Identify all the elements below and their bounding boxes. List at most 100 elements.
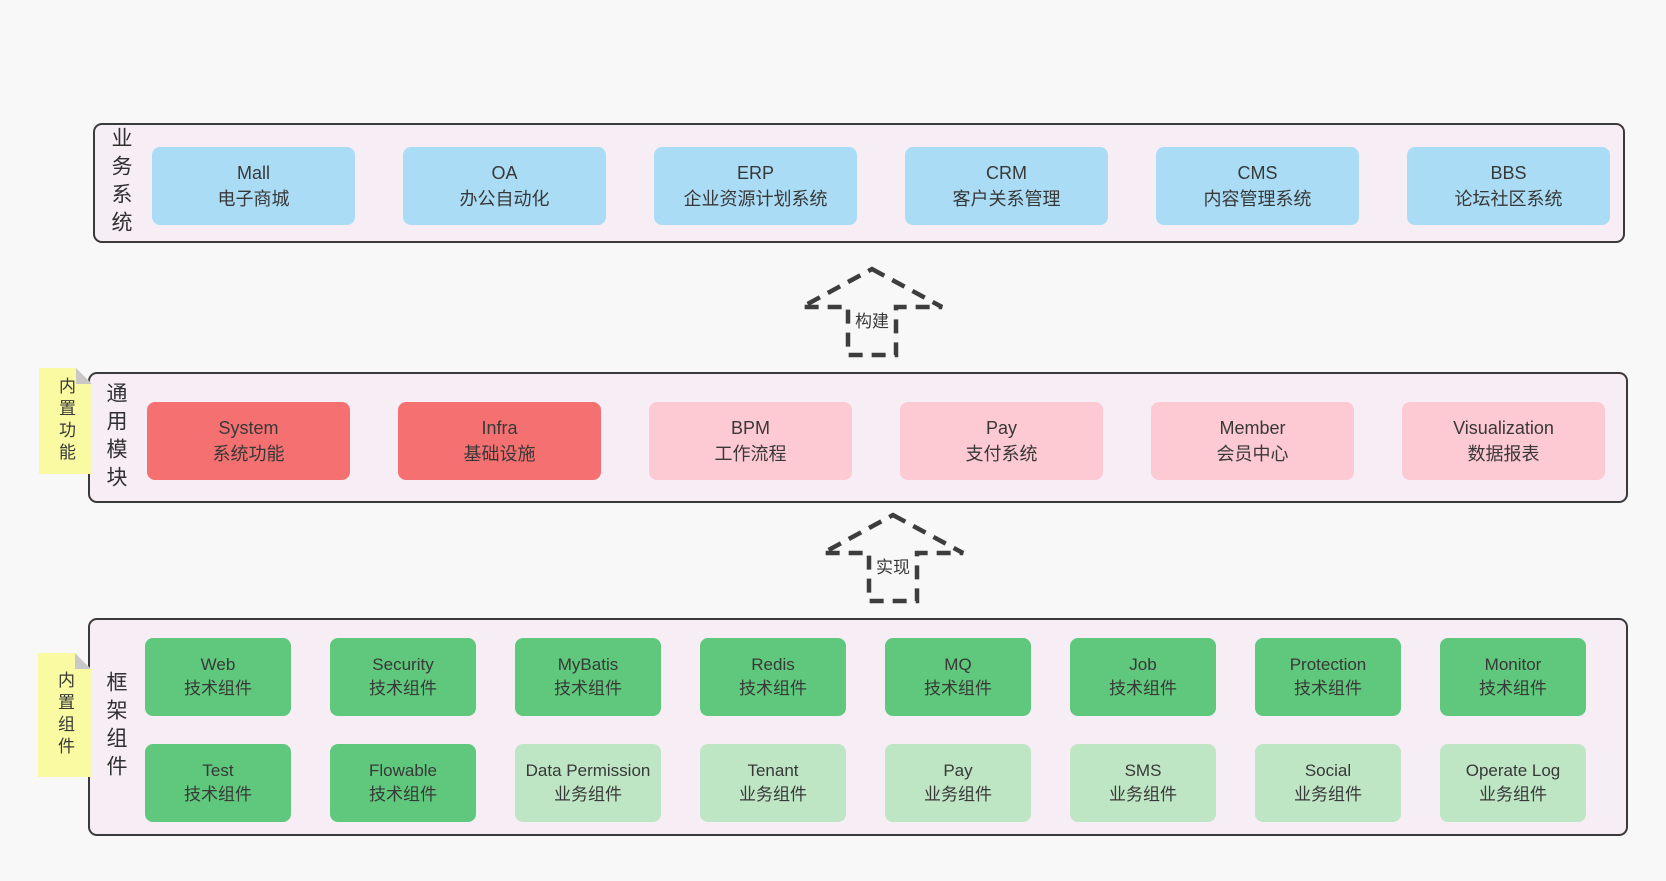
- box-title: CRM: [986, 163, 1027, 183]
- box-title: Protection: [1289, 655, 1367, 674]
- box-title: BBS: [1490, 163, 1527, 183]
- up-arrow-icon: [800, 266, 944, 358]
- box-subtitle: 业务组件: [554, 785, 622, 804]
- box-title: BPM: [730, 417, 770, 438]
- box-member: Member 会员中心: [1151, 401, 1354, 480]
- box-erp: ERP 企业资源计划系统: [654, 147, 857, 225]
- box-title: Tenant: [747, 761, 799, 780]
- box-title: Flowable: [368, 761, 438, 780]
- box-title: System: [218, 417, 279, 438]
- box-title: Member: [1219, 417, 1286, 438]
- box-subtitle: 业务组件: [924, 785, 992, 804]
- box-operate-log: Operate Log 业务组件: [1440, 744, 1586, 822]
- section-label-components: 框架组件: [104, 671, 127, 783]
- box-title: ERP: [736, 163, 774, 183]
- box-title: Job: [1129, 655, 1157, 674]
- box-subtitle: 数据报表: [1467, 443, 1540, 464]
- box-subtitle: 技术组件: [369, 679, 437, 698]
- arrow-label-implement: 实现: [873, 553, 913, 578]
- box-cms: CMS 内容管理系统: [1156, 147, 1359, 225]
- box-subtitle: 客户关系管理: [952, 189, 1061, 209]
- box-job: Job 技术组件: [1070, 638, 1216, 716]
- box-title: Security: [372, 655, 434, 674]
- box-visualization: Visualization 数据报表: [1402, 401, 1605, 480]
- box-crm: CRM 客户关系管理: [905, 147, 1108, 225]
- box-title: Monitor: [1484, 655, 1542, 674]
- box-subtitle: 技术组件: [554, 679, 622, 698]
- box-title: Redis: [751, 655, 795, 674]
- dashed-up-arrow-implement: 实现: [818, 512, 968, 604]
- sticky-label: 内置组件: [55, 671, 74, 759]
- box-title: Mall: [236, 163, 270, 183]
- box-monitor: Monitor 技术组件: [1440, 638, 1586, 716]
- box-title: Web: [200, 655, 236, 674]
- box-title: Data Permission: [525, 761, 651, 780]
- box-subtitle: 技术组件: [1294, 679, 1362, 698]
- box-subtitle: 企业资源计划系统: [683, 189, 828, 209]
- box-title: Pay: [943, 761, 973, 780]
- box-infra: Infra 基础设施: [398, 401, 601, 480]
- arrow-label-build: 构建: [852, 307, 892, 332]
- box-subtitle: 业务组件: [1479, 785, 1547, 804]
- box-subtitle: 业务组件: [739, 785, 807, 804]
- box-subtitle: 技术组件: [739, 679, 807, 698]
- box-sms: SMS 业务组件: [1070, 744, 1216, 822]
- box-flowable: Flowable 技术组件: [330, 744, 476, 822]
- box-web: Web 技术组件: [145, 638, 291, 716]
- box-subtitle: 系统功能: [212, 443, 285, 464]
- box-protection: Protection 技术组件: [1255, 638, 1401, 716]
- box-system: System 系统功能: [147, 401, 350, 480]
- box-title: CMS: [1237, 163, 1278, 183]
- box-subtitle: 工作流程: [714, 443, 787, 464]
- box-subtitle: 技术组件: [369, 785, 437, 804]
- box-title: Social: [1304, 761, 1352, 780]
- box-title: Operate Log: [1465, 761, 1561, 780]
- box-title: OA: [491, 163, 518, 183]
- box-data-permission: Data Permission 业务组件: [515, 744, 661, 822]
- box-security: Security 技术组件: [330, 638, 476, 716]
- box-subtitle: 技术组件: [184, 785, 252, 804]
- sticky-note-built-in-components: 内置组件: [38, 653, 91, 777]
- sticky-note-built-in-features: 内置功能: [39, 368, 92, 474]
- box-subtitle: 支付系统: [965, 443, 1038, 464]
- box-title: SMS: [1124, 761, 1162, 780]
- box-subtitle: 会员中心: [1216, 443, 1289, 464]
- box-tenant: Tenant 业务组件: [700, 744, 846, 822]
- box-subtitle: 内容管理系统: [1203, 189, 1312, 209]
- section-label-business: 业务系统: [109, 127, 132, 239]
- box-subtitle: 技术组件: [1479, 679, 1547, 698]
- box-subtitle: 技术组件: [184, 679, 252, 698]
- box-pay: Pay 业务组件: [885, 744, 1031, 822]
- box-subtitle: 基础设施: [463, 443, 536, 464]
- sticky-label: 内置功能: [56, 377, 75, 465]
- box-redis: Redis 技术组件: [700, 638, 846, 716]
- box-bpm: BPM 工作流程: [649, 401, 852, 480]
- box-title: Visualization: [1453, 417, 1554, 438]
- section-label-modules: 通用模块: [104, 381, 127, 494]
- box-subtitle: 技术组件: [1109, 679, 1177, 698]
- box-social: Social 业务组件: [1255, 744, 1401, 822]
- box-subtitle: 业务组件: [1109, 785, 1177, 804]
- box-subtitle: 业务组件: [1294, 785, 1362, 804]
- box-title: Test: [202, 761, 234, 780]
- box-subtitle: 办公自动化: [459, 189, 550, 209]
- up-arrow-icon: [821, 512, 965, 604]
- box-title: Infra: [481, 417, 518, 438]
- dashed-up-arrow-build: 构建: [797, 266, 947, 358]
